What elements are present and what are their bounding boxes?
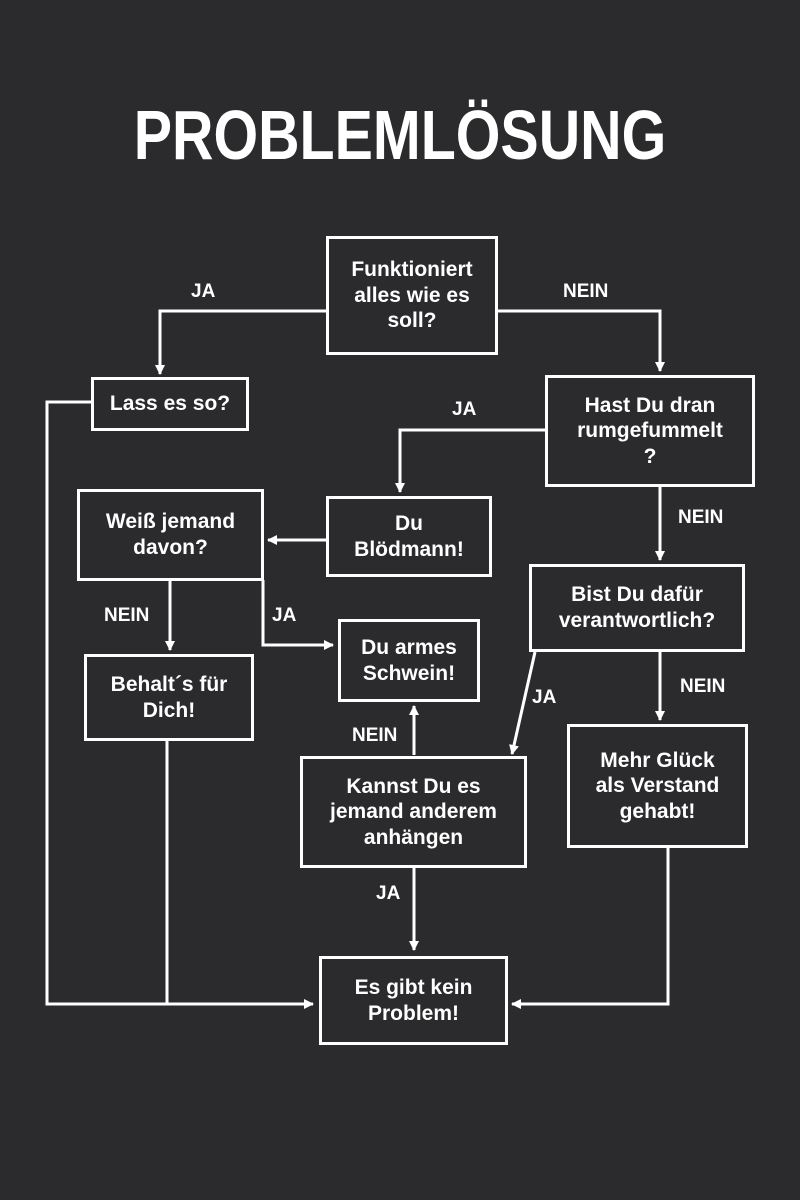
label-kannst-ja: JA bbox=[376, 883, 401, 904]
page-title: PROBLEMLÖSUNG bbox=[133, 96, 667, 174]
node-kein-problem: Es gibt kein Problem! bbox=[319, 956, 508, 1045]
label-funktioniert-ja: JA bbox=[191, 281, 216, 302]
node-funktioniert: Funktioniert alles wie es soll? bbox=[326, 236, 498, 355]
node-kannst-du: Kannst Du es jemand anderem anhängen bbox=[300, 756, 527, 868]
arrow-funktioniert-ja bbox=[155, 309, 326, 375]
node-armes-schwein: Du armes Schwein! bbox=[338, 619, 480, 702]
node-behalts: Behalt´s für Dich! bbox=[84, 654, 254, 741]
label-bist-nein: NEIN bbox=[680, 676, 726, 697]
label-bist-ja: JA bbox=[532, 687, 557, 708]
node-bist-du: Bist Du dafür verantwortlich? bbox=[529, 564, 745, 652]
node-mehr-glueck: Mehr Glück als Verstand gehabt! bbox=[567, 724, 748, 848]
arrow-lass-kein-problem bbox=[45, 400, 314, 1009]
arrow-funktioniert-nein bbox=[498, 309, 665, 372]
arrow-hast-ja bbox=[395, 428, 545, 493]
arrow-mehr-kein-problem bbox=[511, 848, 670, 1009]
arrow-bist-ja bbox=[509, 651, 537, 755]
label-funktioniert-nein: NEIN bbox=[563, 281, 609, 302]
node-hast-du: Hast Du dran rumgefummelt ? bbox=[545, 375, 755, 487]
label-weiss-nein: NEIN bbox=[104, 605, 150, 626]
label-hast-ja: JA bbox=[452, 399, 477, 420]
node-weiss-jemand: Weiß jemand davon? bbox=[77, 489, 264, 581]
arrow-weiss-ja bbox=[261, 580, 334, 650]
label-kannst-nein: NEIN bbox=[352, 725, 398, 746]
label-weiss-ja: JA bbox=[272, 605, 297, 626]
node-lass-es-so: Lass es so? bbox=[91, 377, 249, 431]
node-bloedmann: Du Blödmann! bbox=[326, 496, 492, 577]
label-hast-nein: NEIN bbox=[678, 507, 724, 528]
